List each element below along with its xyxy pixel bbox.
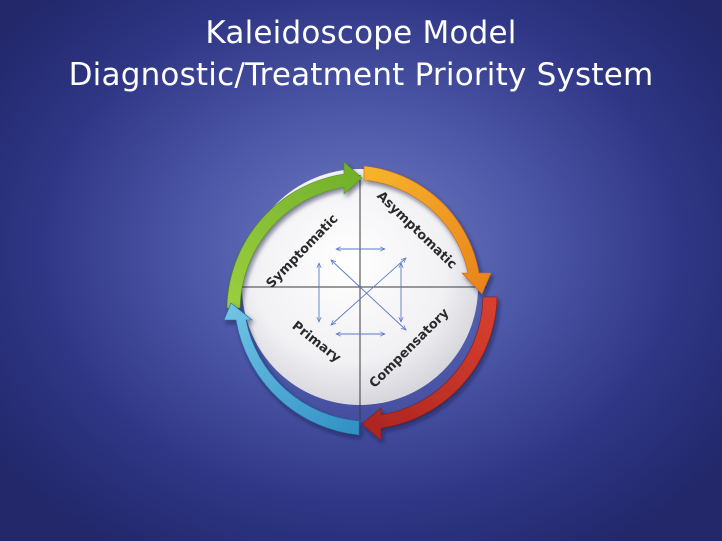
slide-title: Kaleidoscope Model Diagnostic/Treatment … xyxy=(0,12,722,96)
green-cycle-arrow xyxy=(226,161,363,309)
blue-cycle-arrow xyxy=(223,302,360,436)
red-cycle-arrow xyxy=(361,296,498,441)
orange-cycle-arrow xyxy=(363,165,492,295)
arrow-diagonal-up xyxy=(331,258,406,325)
title-line-2: Diagnostic/Treatment Priority System xyxy=(68,57,654,93)
inner-arrows xyxy=(319,249,406,334)
title-line-1: Kaleidoscope Model xyxy=(205,15,517,51)
